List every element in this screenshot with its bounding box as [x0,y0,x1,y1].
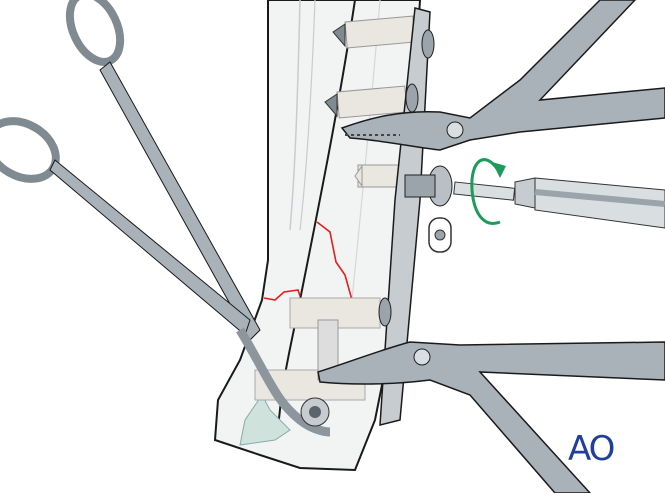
reduction-forceps-bottom [317,341,665,493]
rotation-arrow-icon [470,158,506,225]
pointed-reduction-clamp [0,0,331,437]
screwdriver [404,165,665,229]
reduction-forceps-top [340,0,665,151]
screw-3 [354,164,404,188]
plate-hole-icon [428,217,452,253]
ao-logo: AO [568,429,614,469]
